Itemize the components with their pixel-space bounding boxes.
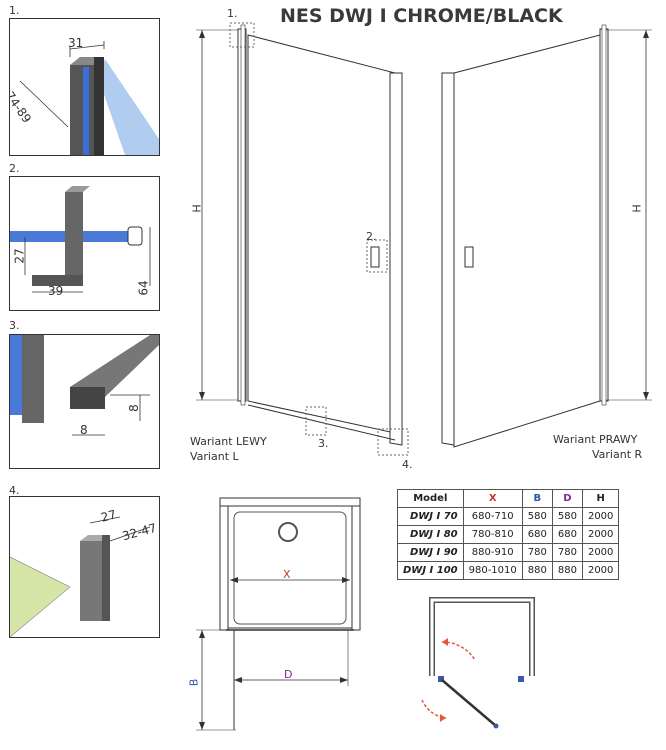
table-row: DWJ I 80 780-810 680 680 2000: [397, 525, 620, 544]
detail-4-drawing: [10, 516, 151, 637]
cell-x: 980-1010: [462, 561, 523, 580]
left-height-label: H: [190, 204, 204, 213]
detail-3-dim-height: 8: [126, 404, 141, 412]
detail-1-drawing: [19, 41, 159, 155]
cell-model: DWJ I 90: [397, 543, 464, 562]
detail-3-dim-width: 8: [80, 423, 88, 437]
cell-h: 2000: [581, 507, 620, 526]
variant-right-line1: Wariant PRAWY: [553, 433, 638, 446]
table-row: DWJ I 90 880-910 780 780 2000: [397, 543, 620, 562]
cell-model: DWJ I 100: [397, 561, 464, 580]
callout-1: 1.: [227, 7, 238, 20]
product-title: NES DWJ I CHROME/BLACK: [280, 5, 563, 27]
spec-table-header: Model X B D H: [397, 489, 620, 508]
cell-model: DWJ I 80: [397, 525, 464, 544]
cell-h: 2000: [581, 561, 620, 580]
cell-x: 680-710: [462, 507, 523, 526]
callout-4: 4.: [402, 458, 413, 471]
col-h: H: [581, 489, 620, 508]
col-d: D: [551, 489, 583, 508]
cell-b: 580: [521, 507, 553, 526]
cell-d: 580: [551, 507, 583, 526]
left-door: [237, 24, 403, 446]
callout-3: 3.: [318, 437, 329, 450]
detail-1-panel: 31 74-89: [9, 18, 160, 156]
col-model: Model: [397, 489, 464, 508]
detail-4-number: 4.: [9, 484, 20, 497]
col-x: X: [462, 489, 523, 508]
detail-2-number: 2.: [9, 162, 20, 175]
cell-d: 880: [551, 561, 583, 580]
door-swing-schematic: [421, 597, 535, 729]
plan-b-label: B: [187, 678, 201, 687]
detail-3-drawing: [10, 335, 159, 436]
detail-1-dim-width: 31: [68, 36, 84, 50]
spec-table: Model X B D H DWJ I 70 680-710 580 580 2…: [397, 489, 620, 580]
detail-3-number: 3.: [9, 319, 20, 332]
detail-3-panel: 8 8: [9, 334, 160, 469]
cell-b: 780: [521, 543, 553, 562]
table-row: DWJ I 70 680-710 580 580 2000: [397, 507, 620, 526]
cell-d: 780: [551, 543, 583, 562]
swing-arc-inward: [441, 641, 476, 661]
cell-b: 880: [521, 561, 553, 580]
variant-left-line2: Variant L: [190, 450, 239, 463]
detail-2-dim-height: 27: [12, 248, 27, 264]
detail-2-dim-total: 64: [136, 280, 151, 296]
cell-d: 680: [551, 525, 583, 544]
cell-h: 2000: [581, 525, 620, 544]
variant-left-line1: Wariant LEWY: [190, 435, 267, 448]
cell-b: 680: [521, 525, 553, 544]
swing-arc-outward: [421, 699, 447, 719]
detail-2-panel: 27 39 64: [9, 176, 160, 311]
detail-2-drawing: [10, 186, 151, 293]
cell-x: 780-810: [462, 525, 523, 544]
table-row: DWJ I 100 980-1010 880 880 2000: [397, 561, 620, 580]
cell-model: DWJ I 70: [397, 507, 464, 526]
plan-view: [196, 497, 361, 731]
door-leaf-line: [441, 679, 497, 727]
detail-1-number: 1.: [9, 4, 20, 17]
cell-x: 880-910: [462, 543, 523, 562]
col-b: B: [521, 489, 553, 508]
callout-2: 2.: [366, 230, 377, 243]
plan-x-label: X: [283, 568, 291, 581]
cell-h: 2000: [581, 543, 620, 562]
door-elevations: [196, 22, 652, 456]
right-height-label: H: [630, 204, 644, 213]
variant-right-line2: Variant R: [592, 448, 643, 461]
detail-2-dim-length: 39: [48, 284, 64, 298]
right-door: [441, 24, 609, 448]
plan-d-label: D: [284, 668, 293, 681]
detail-4-panel: 27 32-47: [9, 496, 160, 638]
